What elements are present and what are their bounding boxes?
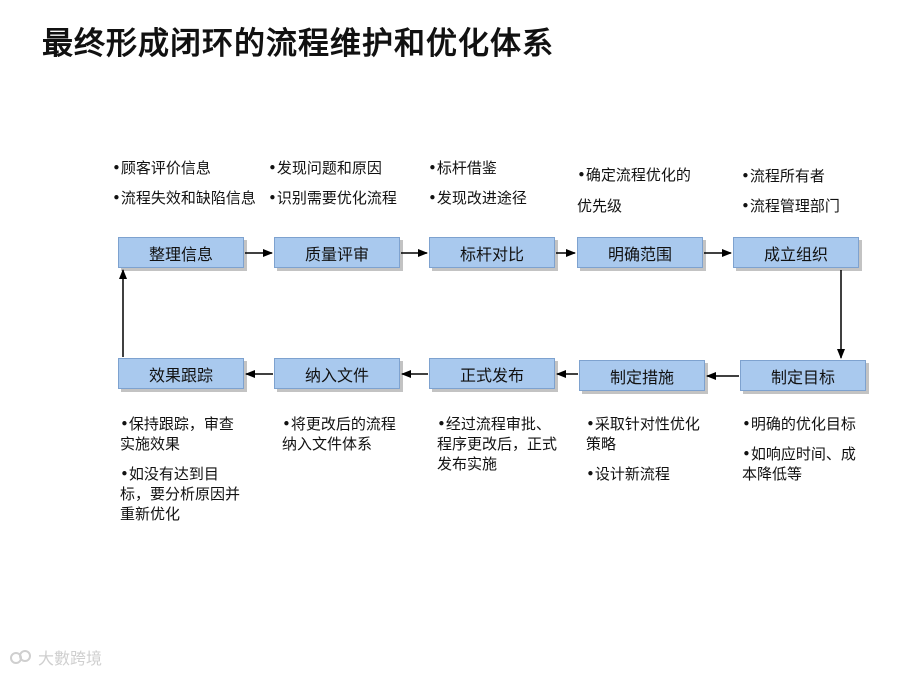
step-box-4: 明确范围 <box>577 237 703 268</box>
note-item: •发现问题和原因 <box>268 159 382 177</box>
watermark-logo-icon <box>10 650 31 664</box>
note-item: •如没有达到目标，要分析原因并重新优化 <box>120 465 241 523</box>
note-item: •采取针对性优化策略 <box>586 415 700 453</box>
note-step-2: •发现问题和原因 •识别需要优化流程 <box>268 158 418 218</box>
note-item: •流程所有者 <box>741 167 825 185</box>
page-title: 最终形成闭环的流程维护和优化体系 <box>42 26 554 62</box>
note-step-9: •将更改后的流程纳入文件体系 <box>282 414 397 464</box>
step-box-3: 标杆对比 <box>429 237 555 268</box>
step-box-9: 纳入文件 <box>274 358 400 389</box>
note-step-6: •明确的优化目标 •如响应时间、成本降低等 <box>742 414 862 494</box>
note-step-7: •采取针对性优化策略 •设计新流程 <box>586 414 706 494</box>
watermark: 大數跨境 <box>10 645 102 669</box>
note-item: •顾客评价信息 <box>112 159 211 177</box>
note-item: •将更改后的流程纳入文件体系 <box>282 415 396 453</box>
step-box-7: 制定措施 <box>579 360 705 391</box>
note-step-5: •流程所有者 •流程管理部门 <box>741 166 871 226</box>
note-item: •经过流程审批、程序更改后，正式发布实施 <box>437 415 558 473</box>
note-item: •发现改进途径 <box>428 189 527 207</box>
note-item: •明确的优化目标 <box>742 415 856 433</box>
note-step-1: •顾客评价信息 •流程失效和缺陷信息 <box>112 158 262 218</box>
note-step-10: •保持跟踪，审查实施效果 •如没有达到目标，要分析原因并重新优化 <box>120 414 248 534</box>
step-box-8: 正式发布 <box>429 358 555 389</box>
step-box-10: 效果跟踪 <box>118 358 244 389</box>
note-item: •确定流程优化的优先级 <box>577 166 691 215</box>
watermark-text: 大數跨境 <box>38 649 103 668</box>
note-item: •如响应时间、成本降低等 <box>742 445 856 483</box>
step-box-1: 整理信息 <box>118 237 244 268</box>
note-item: •流程失效和缺陷信息 <box>112 189 256 207</box>
step-box-2: 质量评审 <box>274 237 400 268</box>
note-item: •标杆借鉴 <box>428 159 497 177</box>
note-item: •设计新流程 <box>586 465 670 483</box>
note-item: •流程管理部门 <box>741 197 840 215</box>
note-step-4: •确定流程优化的优先级 <box>577 160 697 232</box>
note-step-3: •标杆借鉴 •发现改进途径 <box>428 158 558 218</box>
note-item: •保持跟踪，审查实施效果 <box>120 415 234 453</box>
note-step-8: •经过流程审批、程序更改后，正式发布实施 <box>437 414 565 484</box>
step-box-5: 成立组织 <box>733 237 859 268</box>
note-item: •识别需要优化流程 <box>268 189 397 207</box>
step-box-6: 制定目标 <box>740 360 866 391</box>
